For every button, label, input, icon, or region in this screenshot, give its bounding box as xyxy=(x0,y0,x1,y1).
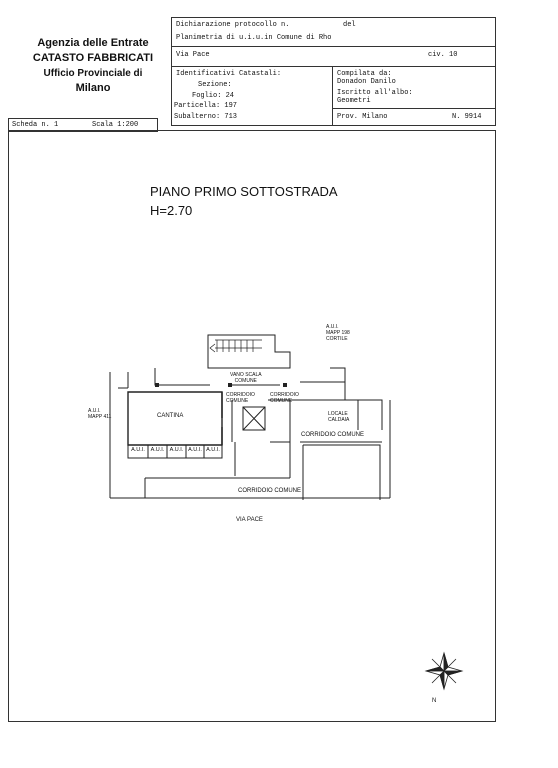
plan-height: H=2.70 xyxy=(150,203,193,218)
left-upper-wall xyxy=(118,372,129,389)
aui-left-label: A.U.I. MAPP 411 xyxy=(88,408,111,420)
planimetria-text: Planimetria di u.i.u.in Comune di Rho xyxy=(176,34,332,42)
aui-cell-labels: A.U.I. A.U.I. A.U.I. A.U.I. A.U.I. xyxy=(128,447,222,453)
via-pace-label: VIA PACE xyxy=(236,517,263,523)
prov-label: Prov. Milano xyxy=(337,113,388,121)
aui-cells-dividers xyxy=(147,445,205,458)
stair-steps xyxy=(215,339,262,352)
right-outer-wall xyxy=(344,368,391,498)
column-2 xyxy=(228,383,232,387)
header-divider-2 xyxy=(171,66,496,67)
compilata-label: Compilata da: xyxy=(337,70,392,78)
scheda-label: Scheda n. 1 xyxy=(12,121,59,129)
column-3 xyxy=(283,383,287,387)
locale-caldaia-label: LOCALE CALDAIA xyxy=(328,411,349,423)
corridoio-bottom-label: CORRIDOIO COMUNE xyxy=(238,488,301,494)
header-divider-3 xyxy=(332,108,496,109)
scheda-box xyxy=(8,118,158,132)
agency-city: Milano xyxy=(75,82,111,94)
right-lower-block xyxy=(302,444,381,500)
aui-cells-row xyxy=(127,444,223,459)
identificativi-label: Identificativi Catastali: xyxy=(176,70,282,78)
compilata-nome: Donadon Danilo xyxy=(337,78,396,86)
plan-title: PIANO PRIMO SOTTOSTRADA xyxy=(150,184,338,199)
header-vertical-divider xyxy=(332,66,333,126)
corridoio-a-line2: COMUNE xyxy=(226,398,249,404)
corridoio-b-label: CORRIDOIO COMUNE xyxy=(270,392,299,404)
aui-top-label: A.U.I. MAPP 198 CORTILE xyxy=(326,324,350,342)
aui-cell-3: A.U.I. xyxy=(169,447,184,453)
aui-cell-2: A.U.I. xyxy=(150,447,165,453)
stair-arrow xyxy=(209,343,216,353)
agency-block: Agenzia delle Entrate CATASTO FABBRICATI… xyxy=(22,36,164,96)
dichiarazione-label: Dichiarazione protocollo n. xyxy=(176,21,290,29)
column-1 xyxy=(155,383,159,387)
aui-left-line2: MAPP 411 xyxy=(88,414,112,420)
aui-top-line3: CORTILE xyxy=(326,336,348,342)
iscritto-label: Iscritto all'albo: xyxy=(337,89,413,97)
corridoio-right-label: CORRIDOIO COMUNE xyxy=(301,432,364,438)
locale-line2: CALDAIA xyxy=(328,417,350,423)
central-wall-right xyxy=(268,399,291,478)
aui-cell-5: A.U.I. xyxy=(206,447,220,453)
agency-department: CATASTO FABBRICATI xyxy=(32,52,154,64)
compass-rose xyxy=(424,651,464,691)
header-divider-1 xyxy=(171,46,496,47)
corridoio-a-line1: CORRIDOIO xyxy=(226,392,255,398)
agency-name: Agenzia delle Entrate xyxy=(37,37,149,49)
sezione-label: Sezione: xyxy=(198,81,232,89)
corridoio-b-line2: COMUNE xyxy=(270,398,293,404)
via-text: Via Pace xyxy=(176,51,210,59)
locale-caldaia-box xyxy=(320,399,359,430)
aui-top-line2: MAPP 198 xyxy=(326,330,350,336)
civ-text: civ. 10 xyxy=(428,51,458,59)
header-table xyxy=(171,17,496,126)
cantina-label: CANTINA xyxy=(157,413,184,419)
del-label: del xyxy=(343,21,356,29)
central-wall-left xyxy=(231,400,236,476)
aui-cell-4: A.U.I. xyxy=(188,447,202,453)
plan-frame xyxy=(8,130,496,722)
vano-scala-line1: VANO SCALA xyxy=(230,372,262,378)
albo-label: Geometri xyxy=(337,97,371,105)
aui-cell-1: A.U.I. xyxy=(131,447,145,453)
bottom-corridor xyxy=(109,372,390,499)
particella-label: Particella: 197 xyxy=(174,102,238,110)
agency-office: Ufficio Provinciale di xyxy=(43,68,143,79)
vano-scala-line2: COMUNE xyxy=(234,378,257,384)
stair-block-outline xyxy=(207,334,291,369)
aui-left-line1: A.U.I. xyxy=(88,408,101,414)
foglio-label: Foglio: 24 xyxy=(192,92,235,100)
lift-shaft xyxy=(242,406,266,431)
vano-scala-label: VANO SCALA COMUNE xyxy=(230,372,262,384)
scala-label: Scala 1:200 xyxy=(92,121,139,129)
numero-label: N. 9914 xyxy=(452,113,482,121)
corridoio-b-line1: CORRIDOIO xyxy=(270,392,299,398)
north-label: N xyxy=(432,698,437,704)
corridoio-a-label: CORRIDOIO COMUNE xyxy=(226,392,255,404)
aui-top-line1: A.U.I. xyxy=(326,324,339,330)
subalterno-label: Subalterno: 713 xyxy=(174,113,238,121)
locale-line1: LOCALE xyxy=(328,411,348,417)
